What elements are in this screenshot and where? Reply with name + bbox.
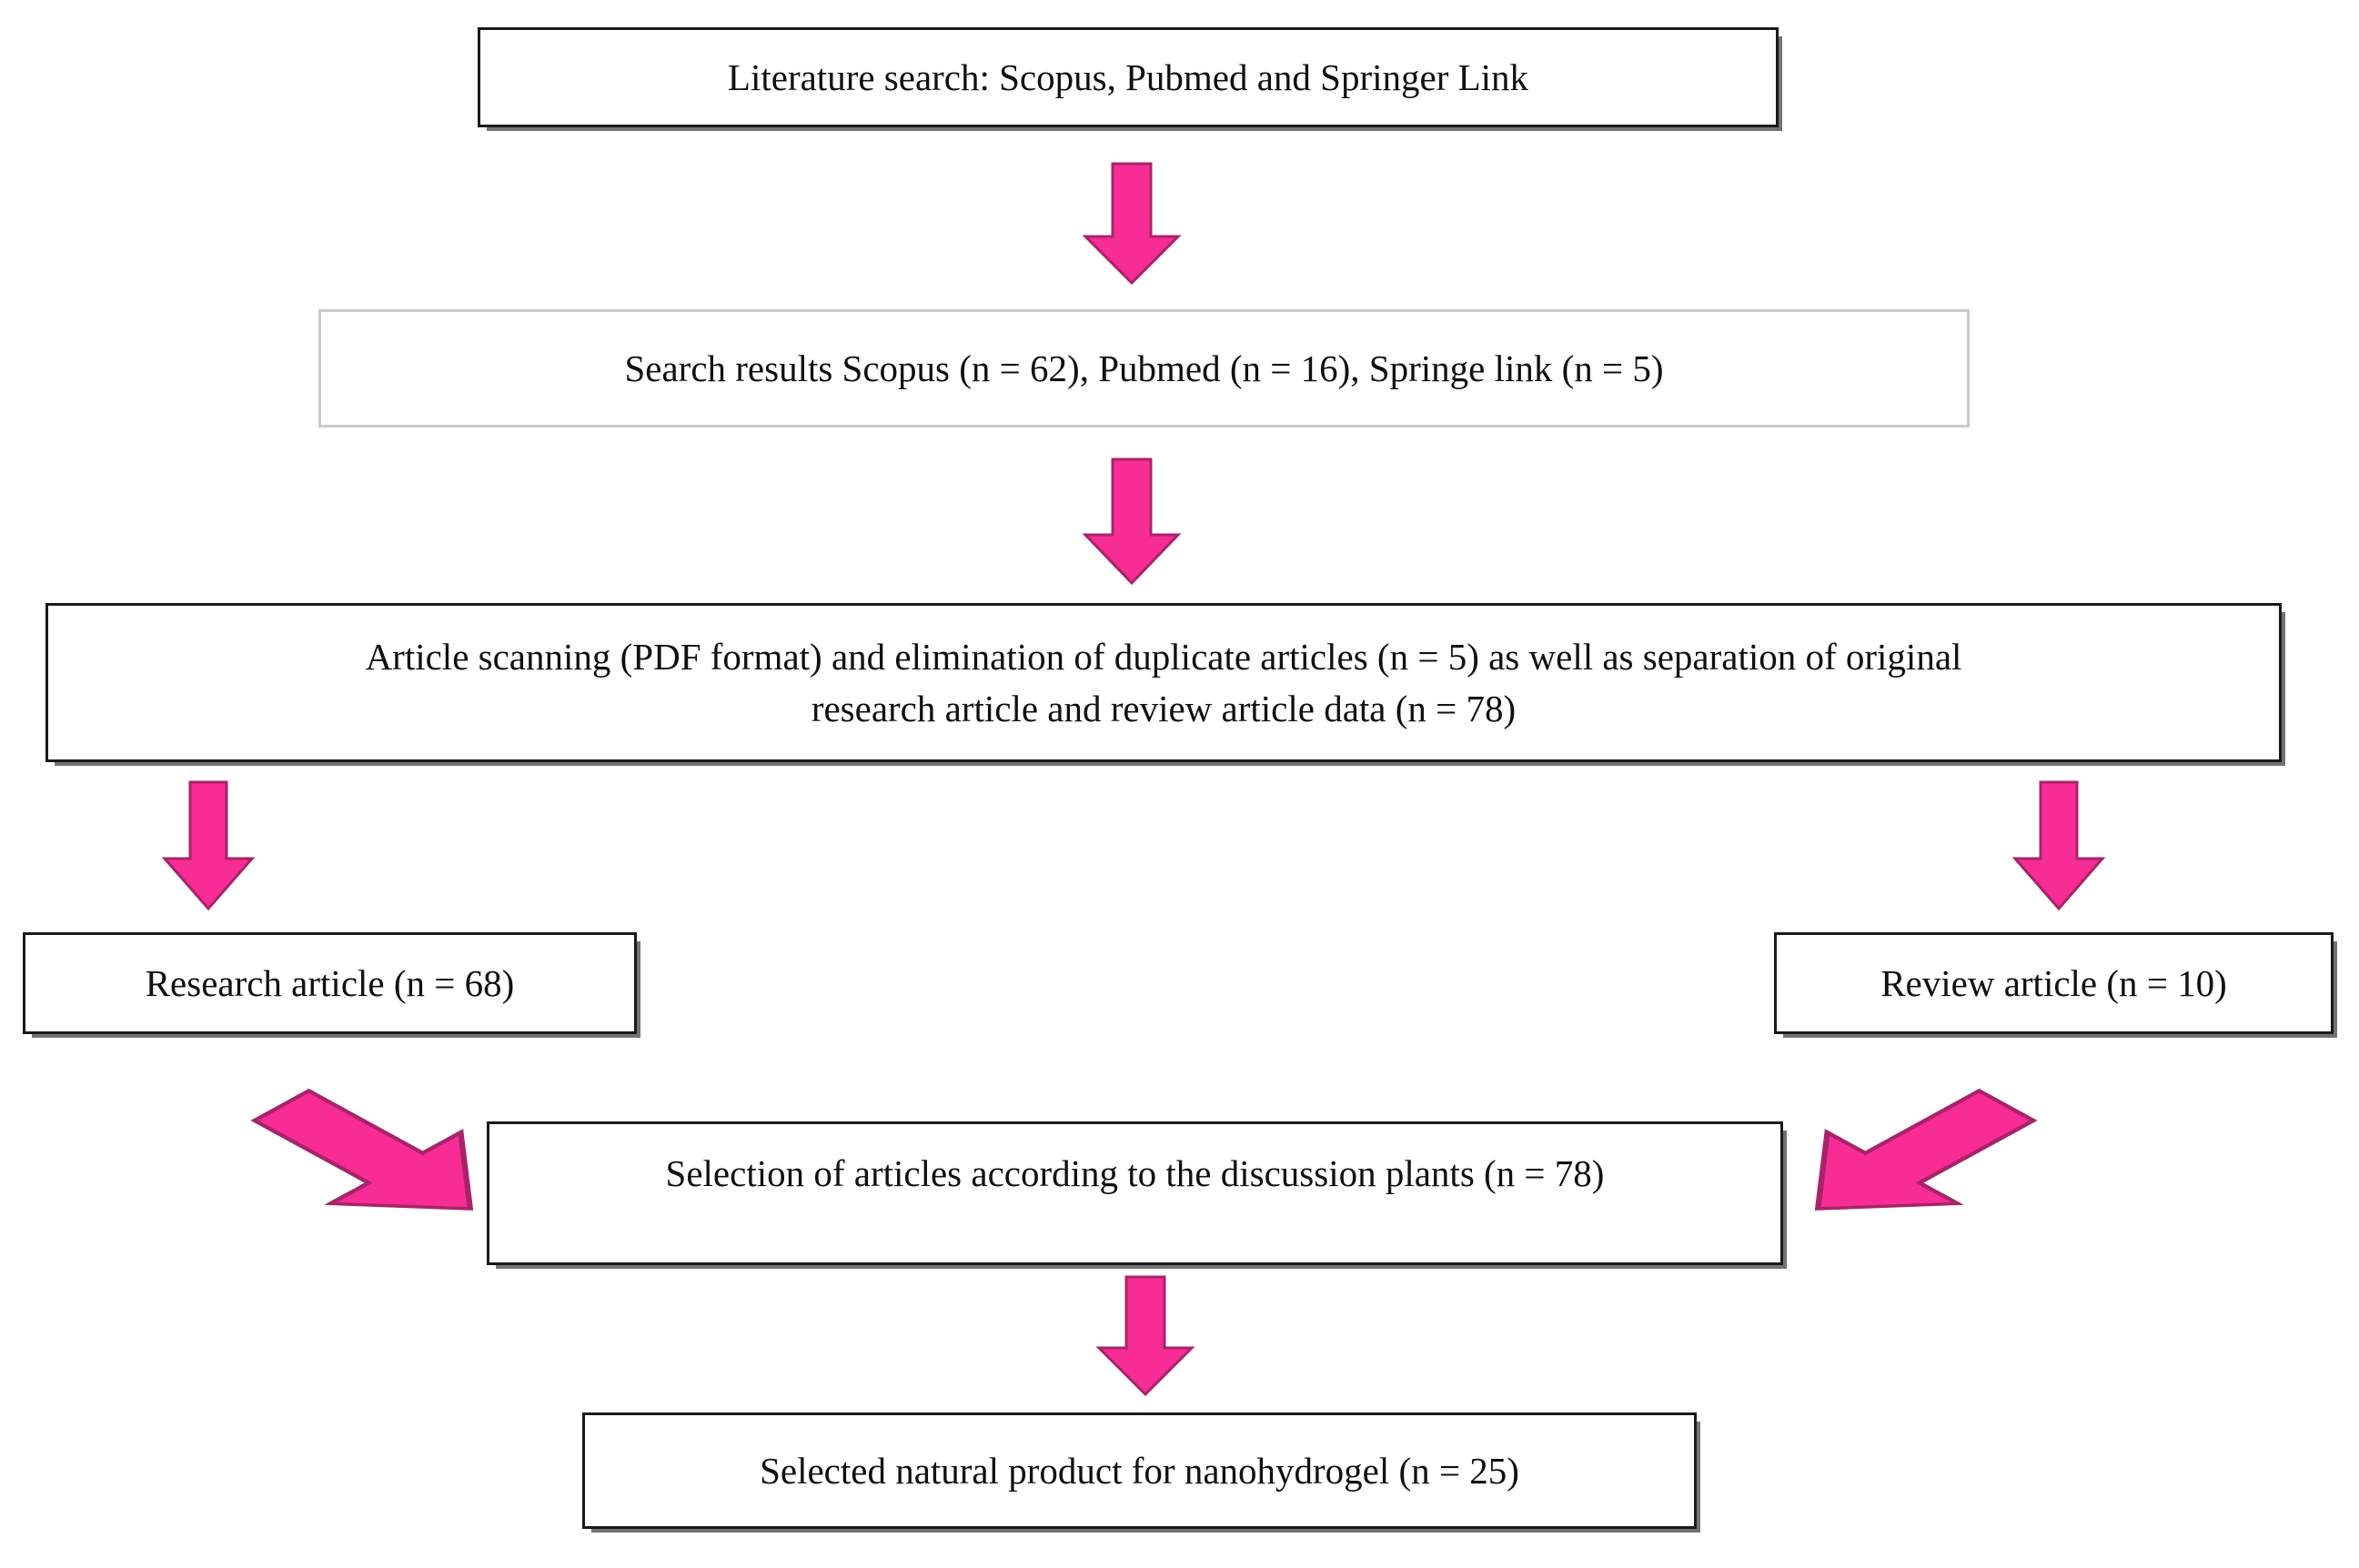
arrow-scanning-to-review-icon (2011, 780, 2106, 911)
node-review-article-label: Review article (n = 10) (1880, 961, 2227, 1004)
arrow-selection-to-selected-icon (1095, 1275, 1195, 1397)
arrow-research-to-selection-icon (250, 1082, 474, 1232)
node-literature-search-label: Literature search: Scopus, Pubmed and Sp… (727, 55, 1529, 98)
arrow-scanning-to-research-icon (161, 780, 256, 911)
node-research-article-label: Research article (n = 68) (145, 961, 515, 1004)
node-selected-natural-product: Selected natural product for nanohydroge… (582, 1412, 1697, 1529)
node-review-article: Review article (n = 10) (1774, 932, 2334, 1034)
node-selection-of-articles-label: Selection of articles according to the d… (665, 1152, 1605, 1194)
node-selection-of-articles: Selection of articles according to the d… (487, 1121, 1783, 1265)
arrow-results-to-scanning-icon (1082, 457, 1182, 586)
node-literature-search: Literature search: Scopus, Pubmed and Sp… (478, 27, 1779, 127)
node-search-results-label: Search results Scopus (n = 62), Pubmed (… (624, 347, 1664, 389)
arrow-review-to-selection-icon (1814, 1082, 2038, 1232)
node-article-scanning: Article scanning (PDF format) and elimin… (45, 603, 2282, 762)
node-research-article: Research article (n = 68) (23, 932, 637, 1034)
node-article-scanning-label: Article scanning (PDF format) and elimin… (365, 635, 1962, 729)
node-search-results: Search results Scopus (n = 62), Pubmed (… (318, 309, 1970, 427)
arrow-search-to-results-icon (1082, 162, 1182, 286)
node-selected-natural-product-label: Selected natural product for nanohydroge… (760, 1449, 1519, 1492)
